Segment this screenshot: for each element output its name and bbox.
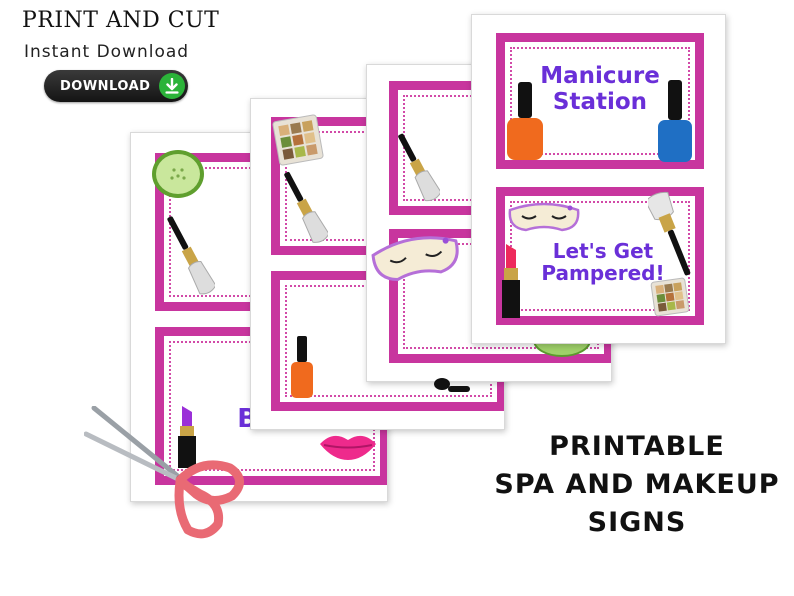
sleep-mask-icon bbox=[371, 236, 459, 282]
page-title: PRINT AND CUT bbox=[22, 8, 220, 33]
sign-line: Pampered! bbox=[541, 261, 665, 286]
sign-line: Manicure bbox=[540, 63, 660, 89]
eyeshadow-palette-icon bbox=[272, 114, 324, 166]
makeup-brush-icon bbox=[167, 216, 215, 295]
download-arrow-icon bbox=[159, 73, 185, 99]
headline-line-2: SPA AND MAKEUP bbox=[494, 469, 780, 500]
sign-line: Let's Get bbox=[552, 239, 654, 263]
scissors-icon bbox=[84, 406, 244, 539]
cucumber-icon bbox=[152, 150, 204, 198]
makeup-brush-icon bbox=[398, 133, 440, 202]
download-button[interactable]: DOWNLOAD bbox=[44, 70, 188, 102]
lipstick-icon bbox=[178, 406, 196, 468]
nail-polish-icon bbox=[507, 82, 543, 160]
makeup-brush-icon bbox=[648, 191, 691, 276]
headline-line-3: SIGNS bbox=[587, 507, 687, 538]
sign-line: Station bbox=[552, 88, 648, 115]
eyeshadow-palette-icon bbox=[650, 277, 690, 317]
page-subtitle: Instant Download bbox=[24, 42, 190, 62]
download-label: DOWNLOAD bbox=[60, 78, 151, 94]
makeup-brush-icon bbox=[434, 378, 470, 392]
nail-polish-icon bbox=[658, 80, 692, 162]
nail-polish-icon bbox=[291, 336, 313, 398]
makeup-brush-icon bbox=[284, 171, 328, 243]
lips-icon bbox=[320, 435, 376, 460]
headline-line-1: PRINTABLE bbox=[549, 431, 725, 462]
sleep-mask-icon bbox=[508, 202, 580, 232]
headline: PRINTABLE SPA AND MAKEUP SIGNS bbox=[492, 428, 782, 542]
lipstick-icon bbox=[502, 244, 520, 318]
